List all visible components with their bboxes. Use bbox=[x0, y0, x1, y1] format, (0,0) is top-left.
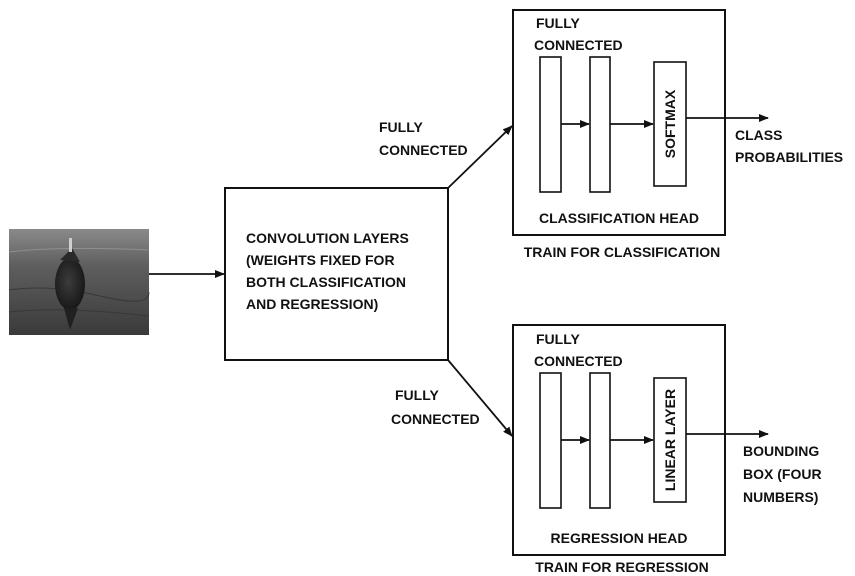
input-fish-image bbox=[8, 229, 150, 335]
regression-fc-layer-1 bbox=[539, 372, 562, 509]
bottom-branch-label-2: CONNECTED bbox=[391, 411, 480, 427]
backbone-line-2: (WEIGHTS FIXED FOR bbox=[246, 252, 395, 268]
backbone-line-3: BOTH CLASSIFICATION bbox=[246, 274, 406, 290]
linear-layer bbox=[653, 377, 687, 503]
classification-caption: TRAIN FOR CLASSIFICATION bbox=[524, 244, 721, 260]
softmax-layer bbox=[653, 61, 687, 187]
regression-fc-label-2: CONNECTED bbox=[534, 353, 623, 369]
classification-fc-label-2: CONNECTED bbox=[534, 37, 623, 53]
classification-head-label: CLASSIFICATION HEAD bbox=[539, 210, 699, 226]
bottom-branch-label-1: FULLY bbox=[395, 387, 439, 403]
top-branch-label-1: FULLY bbox=[379, 119, 423, 135]
bbox-output-line-2: BOX (FOUR bbox=[743, 466, 822, 482]
class-output-line-2: PROBABILITIES bbox=[735, 149, 843, 165]
convolution-layers-box bbox=[224, 187, 449, 361]
bbox-output-line-1: BOUNDING bbox=[743, 443, 819, 459]
classification-fc-layer-1 bbox=[539, 56, 562, 193]
classification-head-box bbox=[512, 9, 726, 236]
classification-fc-label-1: FULLY bbox=[536, 15, 580, 31]
backbone-line-4: AND REGRESSION) bbox=[246, 296, 378, 312]
linear-layer-label: LINEAR LAYER bbox=[662, 389, 678, 491]
regression-head-label: REGRESSION HEAD bbox=[551, 530, 688, 546]
classification-fc-layer-2 bbox=[589, 56, 611, 193]
regression-head: FULLY CONNECTED LINEAR LAYER REGRESSION … bbox=[512, 324, 726, 556]
top-branch-label-2: CONNECTED bbox=[379, 142, 468, 158]
backbone-line-1: CONVOLUTION LAYERS bbox=[246, 230, 409, 246]
bbox-output-line-3: NUMBERS) bbox=[743, 489, 818, 505]
class-output-line-1: CLASS bbox=[735, 127, 782, 143]
regression-fc-layer-2 bbox=[589, 372, 611, 509]
bottom-branch-arrow bbox=[447, 359, 513, 437]
classification-head: FULLY CONNECTED SOFTMAX CLASSIFICATION H… bbox=[512, 9, 726, 236]
softmax-label: SOFTMAX bbox=[662, 89, 678, 158]
regression-fc-label-1: FULLY bbox=[536, 331, 580, 347]
top-branch-arrow bbox=[447, 125, 513, 189]
regression-caption: TRAIN FOR REGRESSION bbox=[535, 559, 708, 575]
